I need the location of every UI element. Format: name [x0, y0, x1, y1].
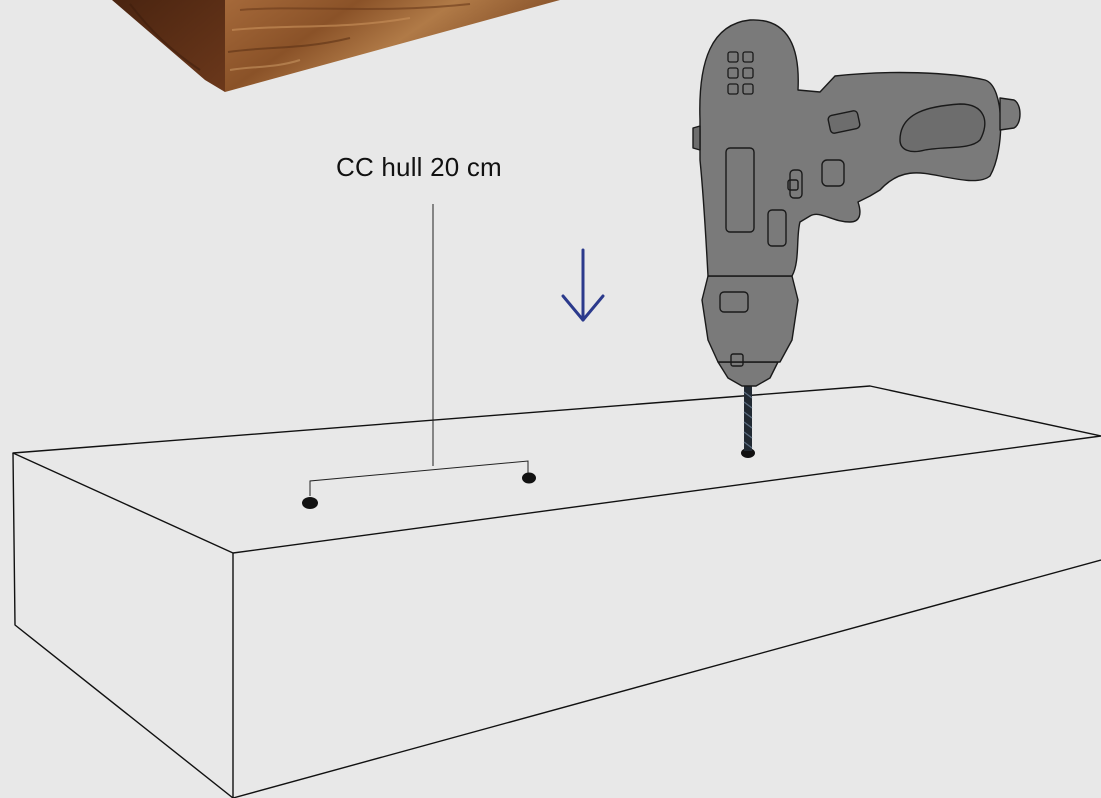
- hole-2: [522, 472, 536, 484]
- block-left-face: [12, 452, 234, 798]
- arrow-down-icon: [561, 248, 605, 322]
- hole-1: [302, 497, 318, 509]
- block-bottom-edge: [232, 559, 1101, 798]
- cordless-drill-icon: [692, 19, 1021, 451]
- drill-bit: [743, 385, 753, 451]
- drill-holes: [302, 448, 755, 509]
- block-outline: [12, 385, 1101, 798]
- drill-buttons: [727, 51, 754, 95]
- hole-spacing-label: CC hull 20 cm: [336, 152, 502, 182]
- spacing-dimension-line: [309, 204, 529, 496]
- wood-board: [112, 0, 560, 92]
- block-top-face: [12, 385, 1101, 554]
